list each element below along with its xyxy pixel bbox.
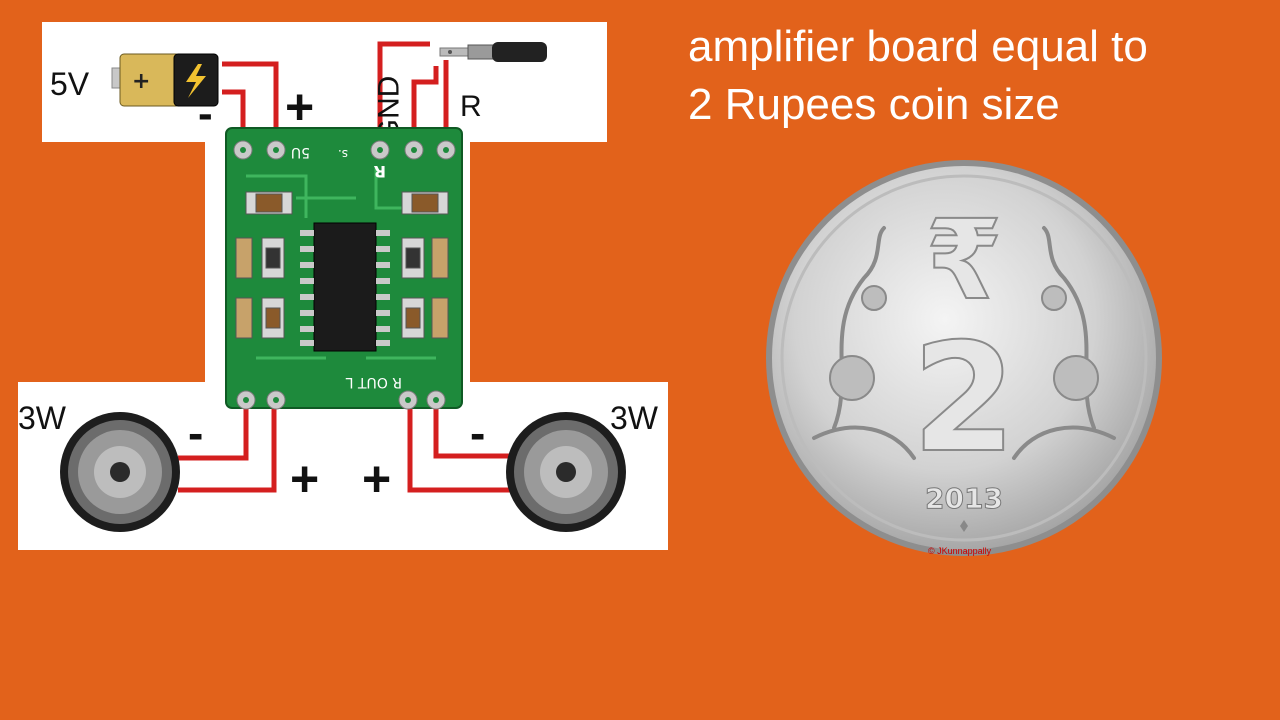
wire-gnd (377, 41, 430, 148)
left-speaker-icon (60, 412, 180, 532)
wire-right-speaker-plus (407, 396, 510, 493)
battery-minus-sign: - (198, 89, 213, 138)
two-rupee-coin: ₹ 2 2013 (766, 160, 1162, 556)
battery-icon: + (111, 53, 219, 107)
wire-right-speaker-minus (433, 396, 510, 459)
audio-jack-icon (439, 42, 547, 62)
right-speaker-icon (506, 412, 626, 532)
amplifier-pcb: 5U s. R R OUT L (225, 127, 463, 410)
amplifier-chip (313, 222, 377, 352)
battery-plus-sign: + (285, 79, 315, 135)
silk-s: s. (338, 147, 348, 161)
left-speaker-power: 3W (18, 400, 66, 436)
wire-left-speaker-minus (178, 396, 249, 461)
silk-r: R (374, 162, 386, 181)
battery-voltage-label: 5V (50, 66, 90, 102)
headline-line-1: amplifier board equal to (688, 22, 1148, 71)
headline: amplifier board equal to 2 Rupees coin s… (688, 18, 1148, 134)
wire-gnd-2 (411, 66, 439, 148)
right-speaker-plus: + (362, 451, 392, 507)
silk-output: R OUT L (346, 374, 402, 390)
coin-credit: © JKunnappally (928, 546, 992, 556)
svg-text:+: + (132, 69, 150, 94)
right-input-label: R (460, 90, 482, 123)
right-speaker-minus: - (470, 407, 486, 459)
coin-denomination: 2 (912, 312, 1016, 486)
coin-year: 2013 (925, 482, 1003, 515)
wire-battery-plus (222, 61, 279, 148)
coin-currency-symbol: ₹ (926, 196, 1003, 324)
silk-5u: 5U (291, 144, 310, 160)
left-speaker-minus: - (188, 407, 204, 459)
headline-line-2: 2 Rupees coin size (688, 80, 1060, 129)
right-speaker-power: 3W (610, 400, 658, 436)
left-speaker-plus: + (290, 451, 320, 507)
wire-left-speaker-plus (178, 396, 277, 493)
